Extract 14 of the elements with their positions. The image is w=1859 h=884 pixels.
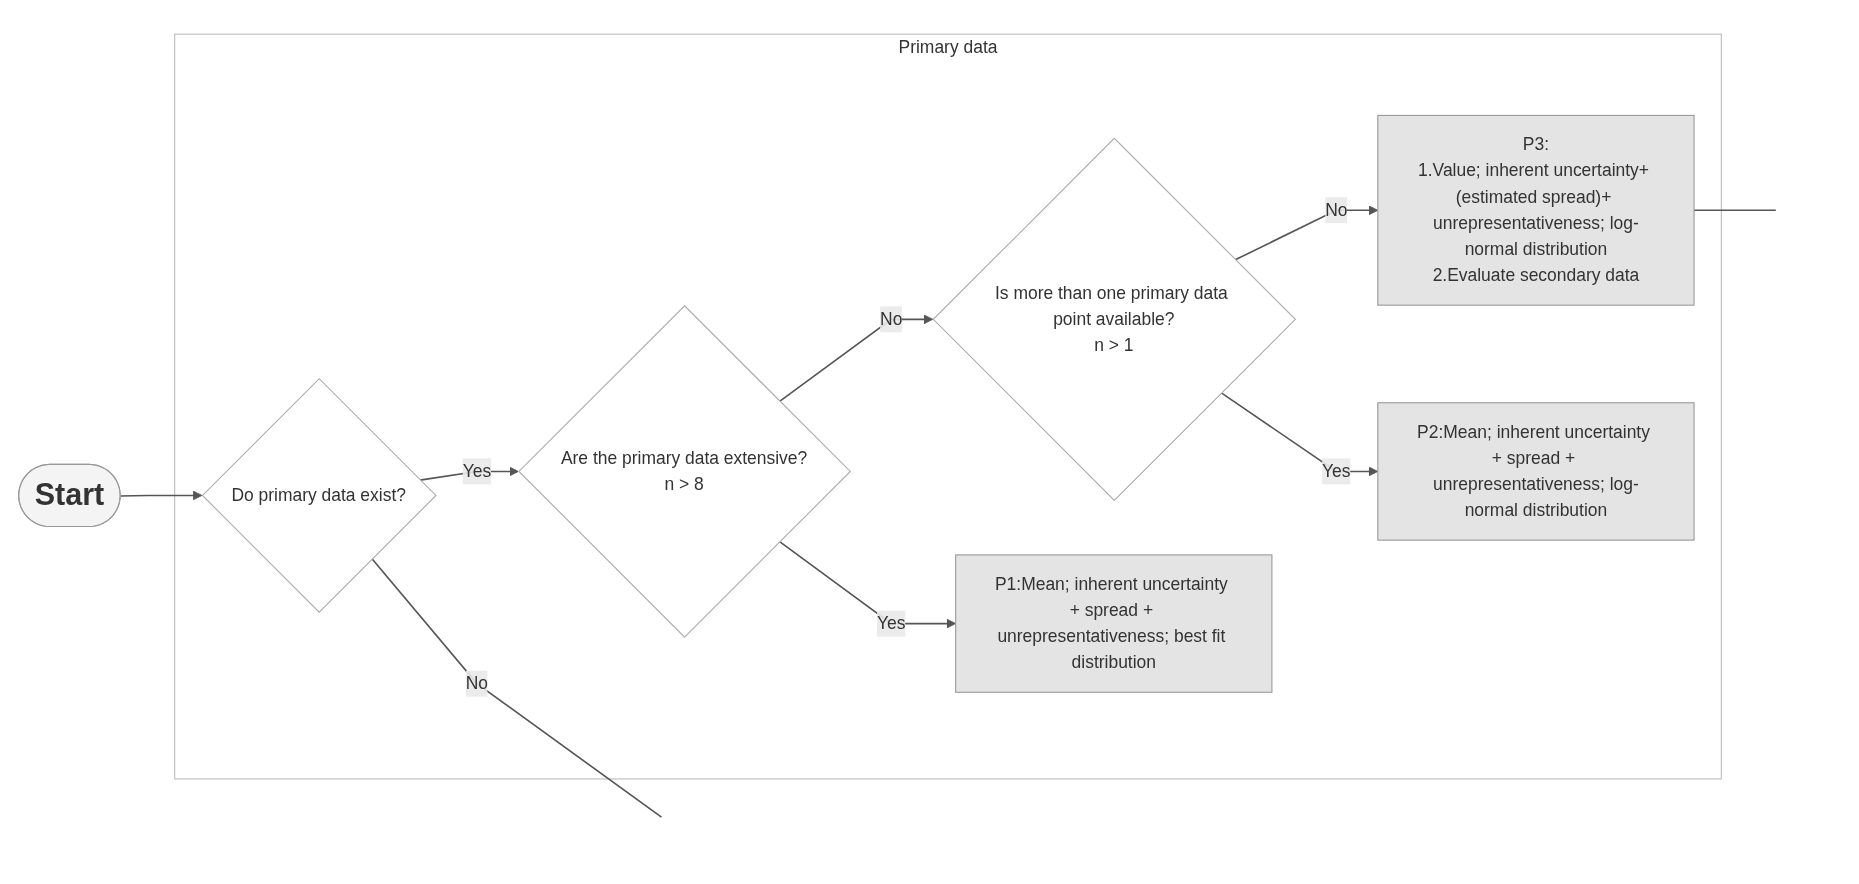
edge-label: Yes [462,461,491,481]
edge-label: No [465,673,488,693]
node-box: P1:Mean; inherent uncertainty + spread + unrepresentativeness; best fit distribution [954,554,1272,693]
node-diamond: Do primary data exist? [201,377,437,613]
edge-label: Yes [876,613,906,633]
node-box: P2:Mean; inherent uncertainty + spread + unrepresentativeness; log-normal distribution [1376,402,1695,541]
edge-label: No [1324,200,1347,220]
edge-label: No [879,309,902,329]
edge-label: Yes [1321,461,1351,481]
node-box: P3: 1.Value; inherent uncertainty+ (estimated spread)+ unrepresentativeness; log-normal distribution 2.Evaluate secondary data [1376,114,1695,306]
node-diamond: Are the primary data extensive? n > 8 [517,305,851,638]
connector [370,558,662,818]
node-diamond: Is more than one primary data point available? n > 1 [932,137,1296,502]
arrow [119,490,202,501]
